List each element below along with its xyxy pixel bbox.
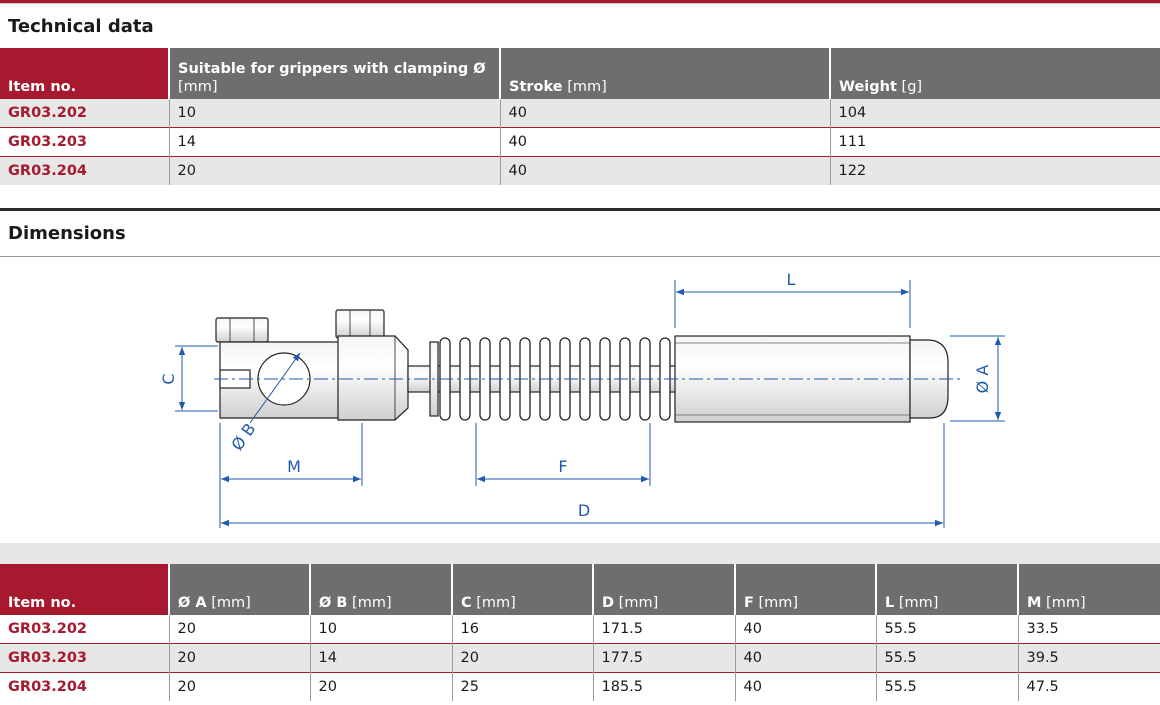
table-row: GR03.204 20 20 25 185.5 40 55.5 47.5 [0,672,1160,701]
header-m: M [mm] [1017,564,1160,615]
cell-weight: 122 [829,156,1160,185]
cell-a: 20 [168,643,310,673]
cell-d: 185.5 [592,672,735,701]
cell-l: 55.5 [875,643,1018,673]
cell-b: 20 [309,672,452,701]
header-weight: Weight [g] [829,48,1160,99]
item-number: GR03.202 [0,99,169,128]
spring-coils [439,337,671,421]
cell-m: 39.5 [1017,643,1160,673]
cell-stroke: 40 [499,156,830,185]
cell-clamping: 14 [168,127,500,157]
table-row: GR03.204 20 40 122 [0,156,1160,185]
cell-stroke: 40 [499,127,830,157]
cell-m: 47.5 [1017,672,1160,701]
item-number: GR03.203 [0,127,169,157]
dimensions-table: Item no. Ø A [mm] Ø B [mm] C [mm] D [mm]… [0,564,1160,701]
cell-m: 33.5 [1017,615,1160,644]
technical-data-table: Item no. Suitable for grippers with clam… [0,48,1160,185]
cell-weight: 111 [829,127,1160,157]
header-clamping-diameter: Suitable for grippers with clamping Ø[mm… [168,48,500,99]
drawing-footer-band [0,543,1160,564]
top-accent-bar [0,0,1160,4]
cell-f: 40 [734,672,876,701]
item-number: GR03.202 [0,615,169,644]
label-A: Ø A [973,365,992,394]
label-L: L [787,270,796,289]
cell-a: 20 [168,672,310,701]
cell-d: 177.5 [592,643,735,673]
cell-a: 20 [168,615,310,644]
header-l: L [mm] [875,564,1018,615]
dimension-drawing: L C Ø A Ø B M F D [159,270,1005,528]
cell-l: 55.5 [875,615,1018,644]
cell-stroke: 40 [499,99,830,128]
section-divider-thin [0,256,1160,257]
header-diameter-a: Ø A [mm] [168,564,310,615]
header-d: D [mm] [592,564,735,615]
label-D: D [578,501,590,520]
header-c: C [mm] [451,564,593,615]
cell-c: 25 [451,672,593,701]
section-divider [0,208,1160,211]
cell-l: 55.5 [875,672,1018,701]
label-M: M [287,457,301,476]
item-number: GR03.203 [0,643,169,673]
cell-b: 10 [309,615,452,644]
header-f: F [mm] [734,564,876,615]
cell-b: 14 [309,643,452,673]
cell-f: 40 [734,643,876,673]
item-number: GR03.204 [0,672,169,701]
table-row: GR03.203 14 40 111 [0,127,1160,157]
technical-data-title: Technical data [8,16,154,37]
cell-clamping: 10 [168,99,500,128]
dimensions-title: Dimensions [8,223,126,244]
cell-c: 20 [451,643,593,673]
cell-clamping: 20 [168,156,500,185]
label-B: Ø B [227,420,259,454]
cell-weight: 104 [829,99,1160,128]
header-stroke: Stroke [mm] [499,48,830,99]
header-item-no: Item no. [0,48,169,99]
table-row: GR03.202 20 10 16 171.5 40 55.5 33.5 [0,615,1160,644]
item-number: GR03.204 [0,156,169,185]
header-diameter-b: Ø B [mm] [309,564,452,615]
table-row: GR03.202 10 40 104 [0,99,1160,128]
cell-f: 40 [734,615,876,644]
label-F: F [558,457,567,476]
table-row: GR03.203 20 14 20 177.5 40 55.5 39.5 [0,643,1160,673]
cell-c: 16 [451,615,593,644]
cell-d: 171.5 [592,615,735,644]
label-C: C [159,373,178,384]
dimension-lines [175,280,1005,528]
header-item-no: Item no. [0,564,169,615]
